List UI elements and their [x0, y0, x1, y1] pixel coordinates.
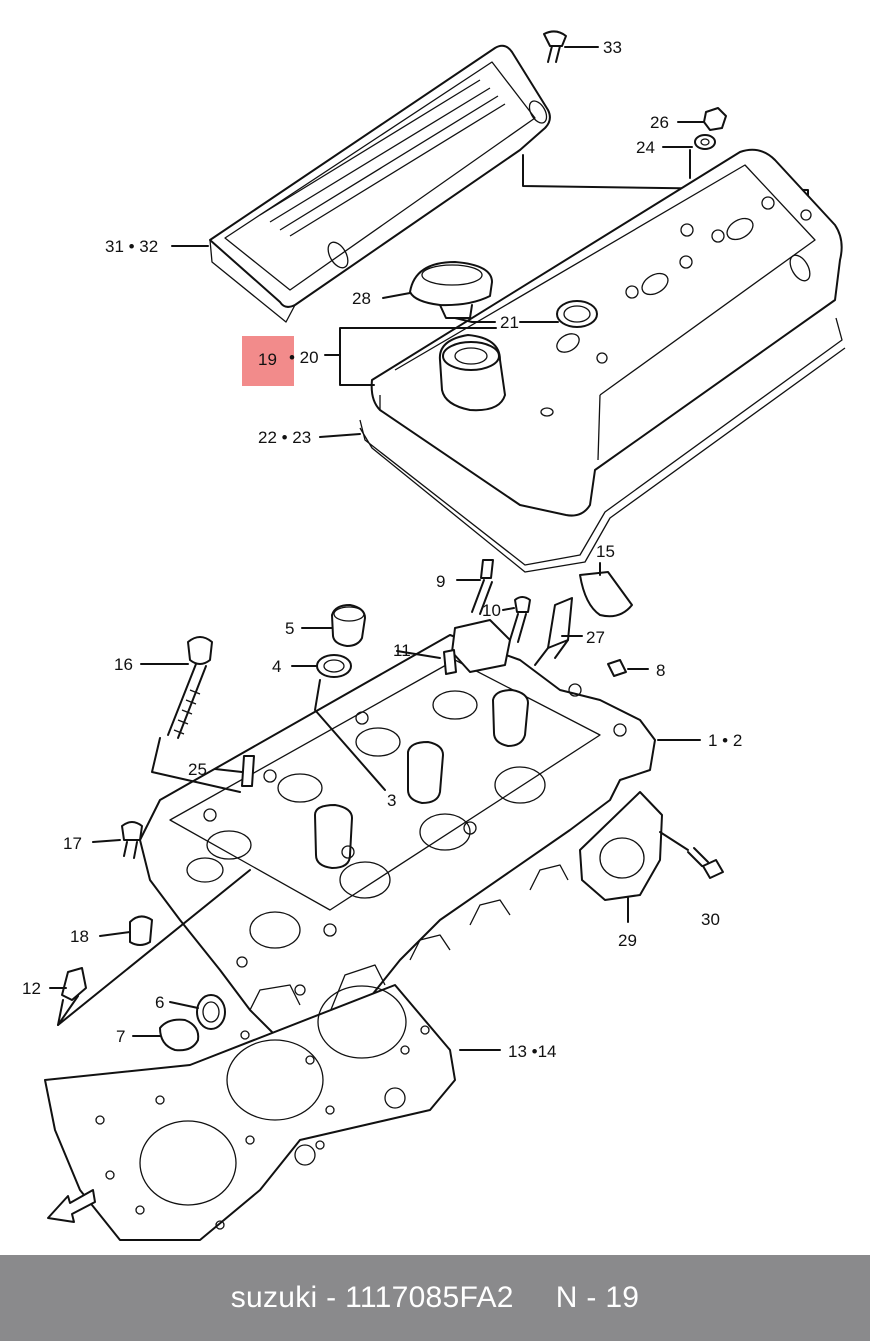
part-number-text: suzuki - 1117085FA2: [230, 1281, 514, 1314]
bolt-33: [543, 30, 567, 63]
gasket-22-23: [359, 317, 846, 573]
dowel-11: [443, 649, 457, 675]
bolt-30: [687, 847, 724, 879]
plug-7: [159, 1018, 200, 1052]
label-30: 30: [701, 910, 720, 929]
label-21: 21: [500, 313, 519, 332]
stud-25: [241, 755, 255, 787]
bracket-29: [579, 791, 663, 901]
label-20: • 20: [289, 348, 319, 367]
stud-9: [471, 559, 494, 615]
label-17: 17: [63, 834, 82, 853]
parts-diagram: 33 26 24 31 • 32 28 21 19 • 20 22 • 23 1…: [22, 30, 846, 1241]
head-gasket-13-14: [44, 984, 456, 1241]
label-10: 10: [482, 601, 501, 620]
washer-4: [316, 654, 352, 678]
label-15: 15: [596, 542, 615, 561]
plug-8: [607, 659, 627, 677]
label-4: 4: [272, 657, 281, 676]
leader-lines: [49, 46, 705, 1051]
spark-plug-27: [534, 597, 573, 666]
label-33: 33: [603, 38, 622, 57]
cylinder-head-1-2: [139, 619, 656, 1041]
washer-24: [694, 134, 716, 150]
label-24: 24: [636, 138, 655, 157]
cap-28: [409, 261, 493, 319]
cap-18: [129, 915, 153, 946]
plug-5: [331, 604, 366, 647]
head-cover-19-20: [370, 148, 843, 517]
label-7: 7: [116, 1027, 125, 1046]
label-5: 5: [285, 619, 294, 638]
bolt-16: [167, 636, 213, 739]
nut-26: [703, 107, 727, 131]
bolt-17: [121, 821, 143, 859]
label-8: 8: [656, 661, 665, 680]
bolt-10: [509, 596, 531, 643]
label-9: 9: [436, 572, 445, 591]
label-29: 29: [618, 931, 637, 950]
label-26: 26: [650, 113, 669, 132]
washer-6: [196, 994, 226, 1030]
label-13-14: 13 •14: [508, 1042, 557, 1061]
label-3: 3: [387, 791, 396, 810]
label-12: 12: [22, 979, 41, 998]
label-22-23: 22 • 23: [258, 428, 311, 447]
label-1-2: 1 • 2: [708, 731, 742, 750]
oring-21: [556, 300, 598, 328]
label-28: 28: [352, 289, 371, 308]
label-6: 6: [155, 993, 164, 1012]
label-19: 19: [258, 350, 277, 369]
label-31-32: 31 • 32: [105, 237, 158, 256]
front-arrow-icon: [47, 1189, 96, 1223]
label-25: 25: [188, 760, 207, 779]
diagram-ref-text: N - 19: [555, 1281, 640, 1314]
seal-12: [61, 967, 87, 1001]
label-11: 11: [393, 641, 411, 660]
label-18: 18: [70, 927, 89, 946]
cap-15: [579, 571, 633, 618]
label-27: 27: [586, 628, 605, 647]
label-16: 16: [114, 655, 133, 674]
highlight-box-19: [242, 336, 294, 386]
footer-bar: suzuki - 1117085FA2 N - 19: [0, 1255, 870, 1341]
cover-31-32: [209, 44, 551, 323]
callout-labels: 33 26 24 31 • 32 28 21 19 • 20 22 • 23 1…: [22, 38, 742, 1061]
